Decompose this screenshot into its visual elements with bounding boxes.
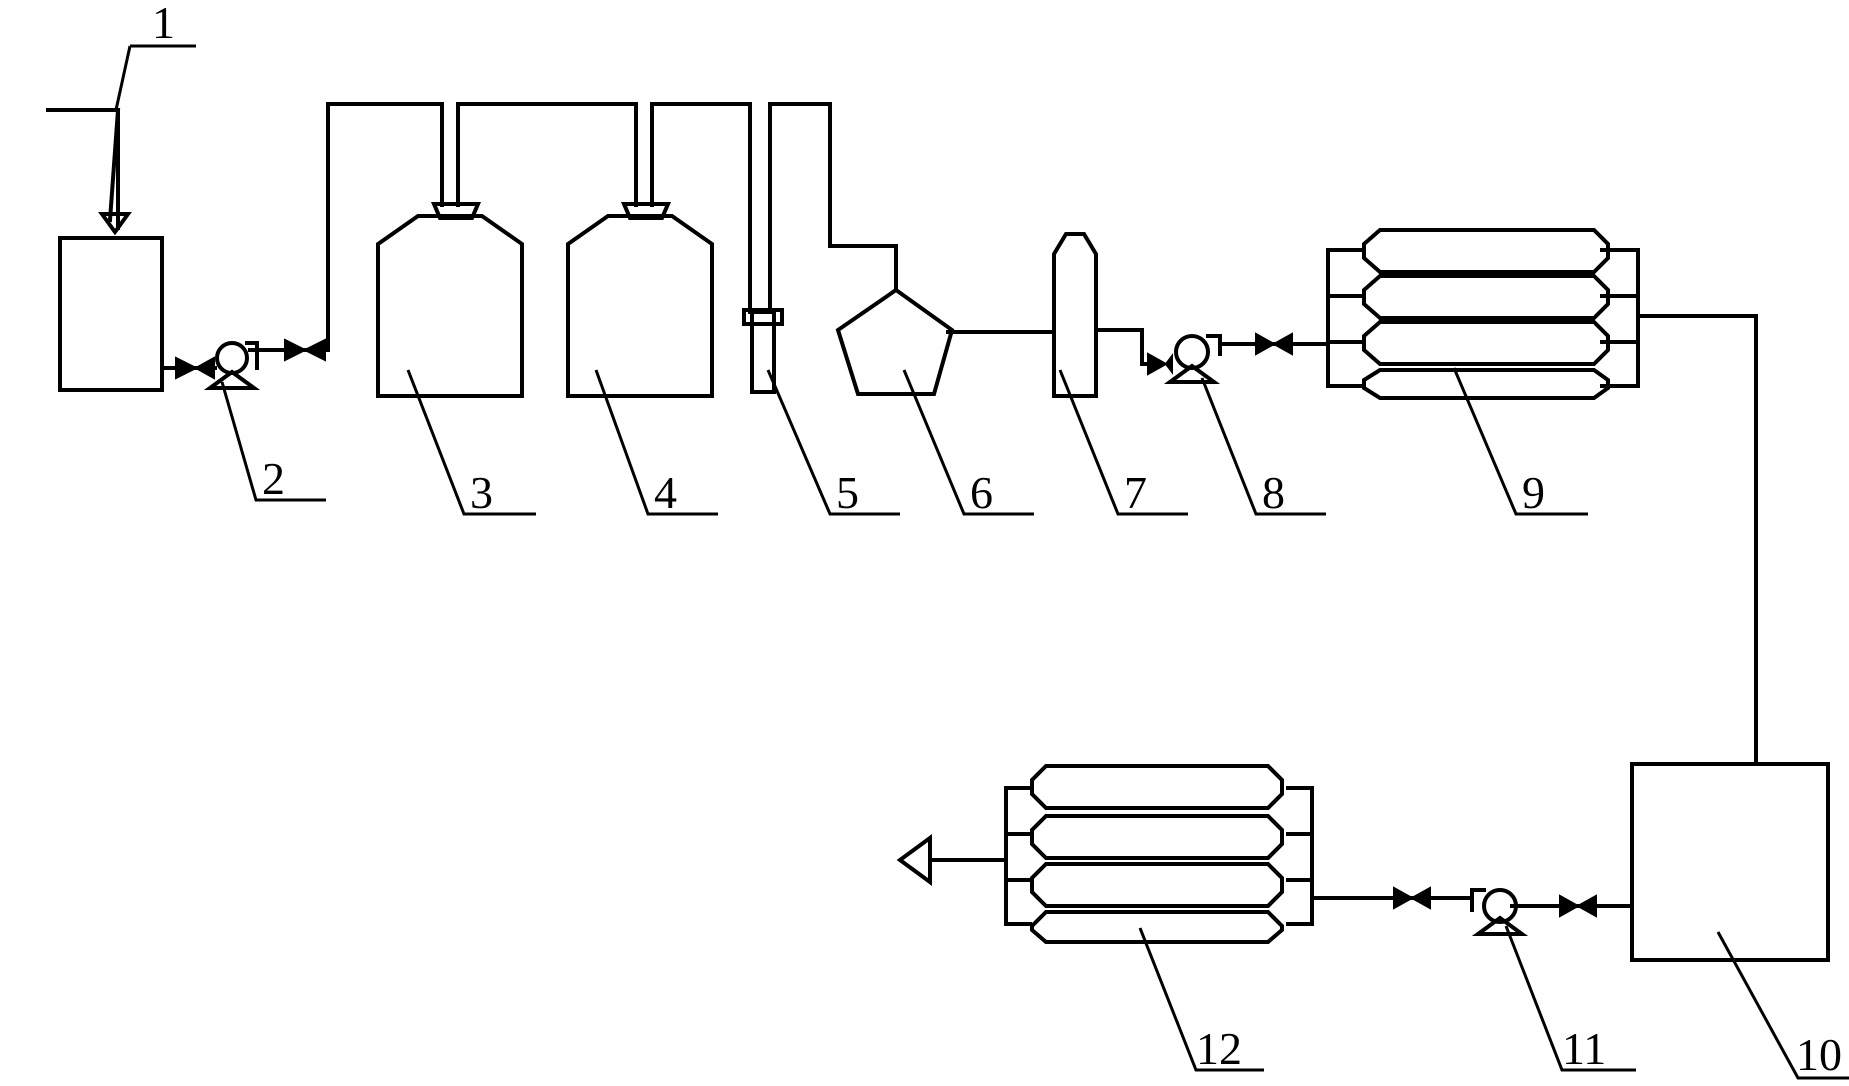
number-labels: 1 2 3 4 5 6 7 8 9 10 11 12 xyxy=(152,0,1842,1080)
valve-icon xyxy=(1559,894,1597,918)
valve-icon xyxy=(1255,332,1293,356)
pipe-module9-tank10 xyxy=(1636,314,1758,766)
valve-icon xyxy=(284,338,326,362)
tank-10 xyxy=(1630,762,1830,962)
pump-icon xyxy=(215,341,249,375)
label-4: 4 xyxy=(654,467,677,518)
pipe-tank3-tank4 xyxy=(456,102,638,207)
label-5: 5 xyxy=(836,467,859,518)
pipe-pump2-tank3 xyxy=(248,102,444,352)
tank-4 xyxy=(566,202,714,398)
label-6: 6 xyxy=(970,467,993,518)
membrane-module-12 xyxy=(896,764,1314,944)
vessel-7 xyxy=(1052,232,1098,398)
label-10: 10 xyxy=(1796,1029,1842,1080)
outlet-arrow-icon xyxy=(896,834,932,886)
pipe-tank4-column5 xyxy=(650,102,752,314)
label-3: 3 xyxy=(470,467,493,518)
label-12: 12 xyxy=(1196,1023,1242,1074)
pump-11 xyxy=(1393,886,1597,936)
label-7: 7 xyxy=(1124,467,1147,518)
valve-icon xyxy=(175,356,215,380)
membrane-module-9 xyxy=(1326,228,1640,400)
label-11: 11 xyxy=(1562,1023,1606,1074)
pipe-column5-unit6 xyxy=(768,102,898,314)
valve-icon xyxy=(1393,886,1431,910)
feed-tank xyxy=(58,212,164,392)
pipelines xyxy=(46,102,1758,908)
label-9: 9 xyxy=(1522,467,1545,518)
column-5 xyxy=(742,308,784,394)
pump-icon xyxy=(1482,888,1518,924)
pump-2 xyxy=(175,338,326,390)
label-8: 8 xyxy=(1262,467,1285,518)
inlet-arrow-icon xyxy=(98,212,132,236)
leader-lines xyxy=(114,44,1849,1080)
valve-icon xyxy=(1147,352,1173,376)
pump-icon xyxy=(1174,334,1210,370)
label-2: 2 xyxy=(262,453,285,504)
unit-6 xyxy=(835,287,955,396)
label-1: 1 xyxy=(152,0,175,48)
pump-8 xyxy=(1147,332,1293,384)
tank-3 xyxy=(376,202,524,398)
